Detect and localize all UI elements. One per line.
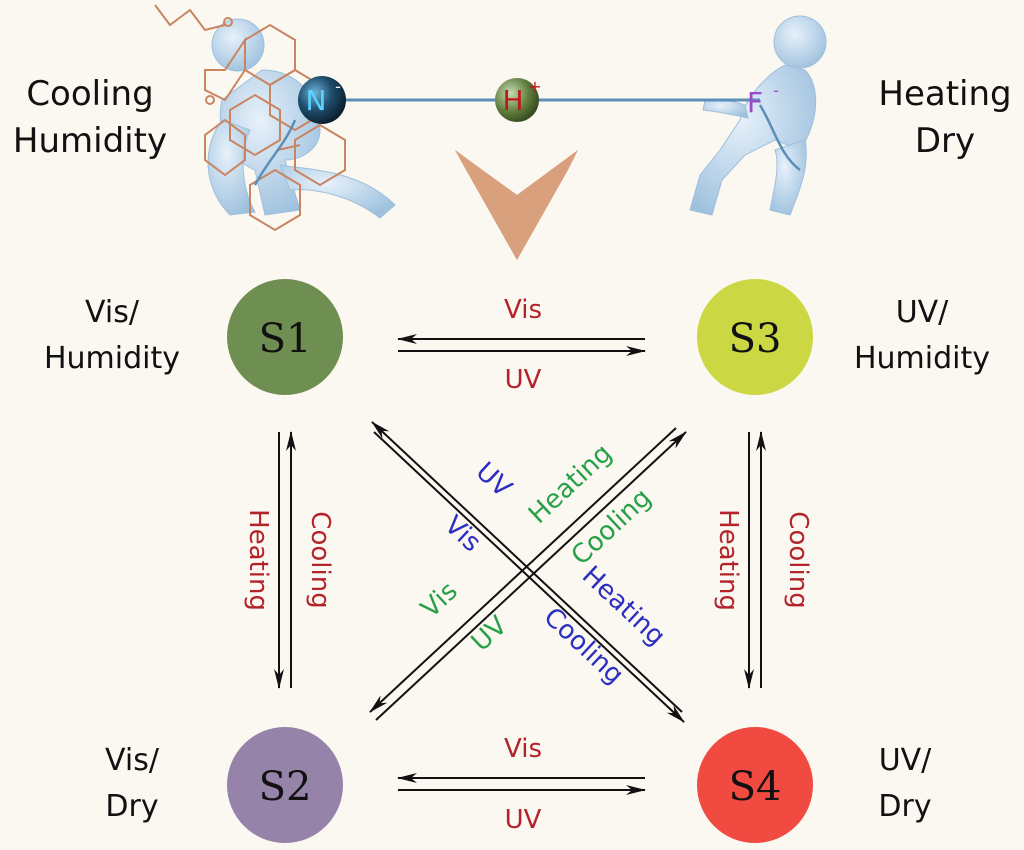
- s2-condition-line1: Vis/: [105, 743, 160, 778]
- state-conditions: Vis/ Humidity UV/ Humidity Vis/ Dry UV/ …: [44, 295, 990, 824]
- state-s1-label: S1: [259, 316, 312, 362]
- s1-condition-line2: Humidity: [44, 341, 180, 376]
- label-right-cooling: Cooling: [783, 511, 813, 608]
- h-ion-sphere: H +: [495, 77, 542, 122]
- right-puller-figure: [689, 15, 827, 216]
- state-s4-label: S4: [729, 764, 782, 810]
- label-right-heating: Heating: [713, 509, 743, 611]
- label-top-vis: Vis: [504, 295, 542, 325]
- f-ion-symbol: F: [747, 86, 763, 119]
- left-label-cooling: Cooling: [26, 74, 153, 114]
- label-diag-s1s4-uv: UV: [470, 457, 518, 504]
- s3-condition-line2: Humidity: [854, 341, 990, 376]
- label-bottom-uv: UV: [505, 805, 542, 835]
- state-s2-label: S2: [259, 764, 312, 810]
- f-ion-label: F -: [747, 81, 779, 119]
- rope-tail-left: [253, 119, 297, 186]
- h-ion-charge: +: [528, 77, 541, 96]
- tug-of-war-illustration: N - H + F - Cooling Humidity Heating Dry: [13, 4, 1012, 260]
- right-label-dry: Dry: [915, 121, 975, 161]
- s2-condition-line2: Dry: [105, 789, 158, 824]
- label-diag-s3s2-vis: Vis: [415, 576, 463, 624]
- arrow-s3-to-s2: [369, 427, 677, 713]
- left-label-humidity: Humidity: [13, 121, 167, 161]
- n-ion-charge: -: [335, 77, 341, 96]
- state-s4-circle: [697, 727, 813, 843]
- s3-condition-line1: UV/: [896, 295, 949, 330]
- s4-condition-line1: UV/: [879, 743, 932, 778]
- arrow-s2-to-s3: [375, 431, 687, 721]
- h-ion-symbol: H: [502, 84, 523, 117]
- right-label-heating: Heating: [878, 74, 1011, 114]
- state-s1-circle: [227, 279, 343, 395]
- n-ion-sphere: N -: [298, 76, 346, 124]
- state-s3-circle: [697, 279, 813, 395]
- label-bottom-vis: Vis: [504, 734, 542, 764]
- label-diag-s1s4-vis: Vis: [438, 510, 486, 558]
- state-s4: S4: [697, 727, 813, 843]
- f-ion-charge: -: [773, 81, 779, 100]
- state-s2-circle: [227, 727, 343, 843]
- transition-arrows: [274, 334, 766, 795]
- s4-condition-line2: Dry: [878, 789, 931, 824]
- label-top-uv: UV: [505, 365, 542, 395]
- n-ion-symbol: N: [306, 84, 327, 117]
- label-left-heating: Heating: [243, 509, 273, 611]
- rope-tail-right: [758, 104, 801, 171]
- state-s2: S2: [227, 727, 343, 843]
- state-s3-label: S3: [729, 316, 782, 362]
- state-s1: S1: [227, 279, 343, 395]
- label-left-cooling: Cooling: [305, 511, 335, 608]
- state-s3: S3: [697, 279, 813, 395]
- left-puller-figure: [207, 18, 396, 219]
- s1-condition-line1: Vis/: [85, 295, 140, 330]
